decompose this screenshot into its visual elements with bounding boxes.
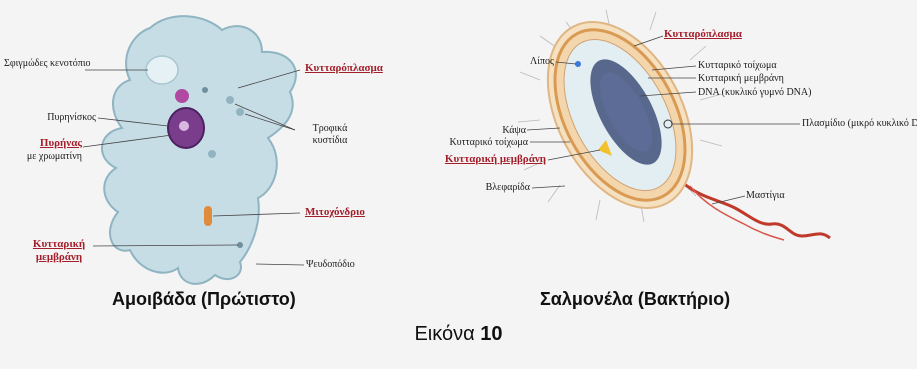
label-cilia: Βλεφαρίδα (440, 182, 530, 194)
food-particle (175, 89, 189, 103)
label-mitochondrion: Μιτοχόνδριο (305, 206, 365, 218)
figure-caption: Εικόνα 10 (0, 323, 917, 346)
label-cell-wall: Κυτταρικό τοίχωμα (420, 137, 528, 149)
label-cell-wall-top: Κυτταρικό τοίχωμα (698, 60, 777, 72)
label-contractile-vacuole: Σφιγμώδες κενοτόπιο (4, 58, 84, 70)
label-amoeba-cell-membrane: Κυτταρική μεμβράνη (28, 238, 90, 264)
label-bacterium-cell-membrane: Κυτταρική μεμβράνη (390, 153, 546, 165)
label-bacterium-cytoplasm: Κυτταρόπλασμα (664, 28, 742, 40)
label-plasmid: Πλασμίδιο (μικρό κυκλικό DNA) (802, 118, 917, 130)
contractile-vacuole (146, 56, 178, 84)
label-nucleolus: Πυρηνίσκος (10, 112, 96, 124)
label-chromatin: με χρωματίνη (10, 151, 82, 163)
caption-number: 10 (480, 323, 502, 345)
amoeba-body (102, 16, 296, 284)
mitochondrion-shape (204, 206, 212, 226)
amoeba-title: Αμοιβάδα (Πρώτιστο) (112, 289, 296, 310)
label-capsule: Κάψα (440, 125, 526, 137)
label-food-vacuoles: Τροφικά κυστίδια (300, 123, 360, 147)
amoeba-illustration (83, 16, 304, 284)
salmonella-title: Σαλμονέλα (Βακτήριο) (540, 289, 730, 310)
caption-prefix: Εικόνα (414, 323, 474, 345)
label-cell-membrane-top: Κυτταρική μεμβράνη (698, 73, 784, 85)
label-flagellum: Μαστίγια (746, 190, 785, 202)
label-dna: DNA (κυκλικό γυμνό DNA) (698, 87, 811, 99)
label-lipid: Λίπος (480, 56, 554, 68)
amoeba-nucleolus (179, 121, 189, 131)
label-pseudopod: Ψευδοπόδιο (306, 259, 355, 271)
label-nucleus: Πυρήνας (10, 137, 82, 149)
label-amoeba-cytoplasm: Κυτταρόπλασμα (305, 62, 383, 74)
